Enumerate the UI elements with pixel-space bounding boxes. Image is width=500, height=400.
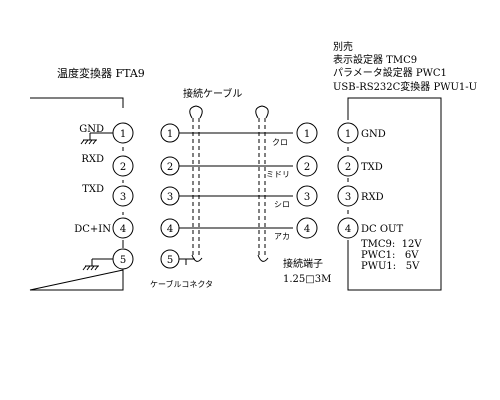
cable-connector-pins: 1 2 3 4 5 xyxy=(160,123,180,269)
cable-connector-label: ケーブルコネクタ xyxy=(150,279,213,289)
left-pin-number: 5 xyxy=(120,255,126,266)
right-device-header-line: 表示設定器 TMC9 xyxy=(333,53,417,66)
ground-symbol-pin1 xyxy=(80,132,113,145)
cable-left-pin-5 xyxy=(160,249,180,269)
left-pin-label-gnd: GND xyxy=(79,124,104,135)
wire-color-label: ミドリ xyxy=(266,170,290,179)
right-pin-number: 1 xyxy=(345,129,351,140)
cable-title: 接続ケーブル xyxy=(183,87,242,100)
right-pin-number: 4 xyxy=(345,224,351,235)
right-pin-3 xyxy=(337,185,359,207)
cable-right-pin-number: 2 xyxy=(304,162,310,173)
cable-left-pin-3 xyxy=(160,186,180,206)
cable-right-pins: 1 2 3 4 xyxy=(296,122,318,239)
left-pin-number: 2 xyxy=(120,162,126,173)
wire-color-label: アカ xyxy=(274,232,290,241)
cable-right-pin-number: 1 xyxy=(304,129,310,140)
right-pin-label-txd: TXD xyxy=(361,162,383,173)
left-pin-label-txd: TXD xyxy=(82,184,104,195)
left-pin-3 xyxy=(112,185,134,207)
right-pin-4 xyxy=(337,217,359,239)
cable-left-pin-number: 1 xyxy=(167,129,173,140)
wire-color-label: クロ xyxy=(272,138,288,147)
left-device-pins: 1 2 3 4 5 xyxy=(112,122,134,270)
cable-left-pin-number: 5 xyxy=(167,255,173,266)
cable-bundle xyxy=(189,105,269,262)
left-pin-number: 1 xyxy=(120,129,126,140)
wire-color-label: シロ xyxy=(274,200,290,209)
right-pin-number: 3 xyxy=(345,192,351,203)
cable-right-pin-4 xyxy=(296,217,318,239)
right-pin-2 xyxy=(337,155,359,177)
left-pin-number: 4 xyxy=(120,224,126,235)
cable-left-pin-number: 3 xyxy=(167,192,173,203)
cable-right-pin-number: 3 xyxy=(304,192,310,203)
right-pin-label-dcout: DC OUT xyxy=(361,224,403,235)
cable-right-pin-3 xyxy=(296,185,318,207)
terminal-spec: 1.25□3M xyxy=(283,274,331,285)
voltage-line: PWU1: 5V xyxy=(361,261,420,272)
terminal-title: 接続端子 xyxy=(283,257,323,270)
right-device-header-line: 別売 xyxy=(333,40,353,53)
right-device-header-line: USB-RS232C変換器 PWU1-U xyxy=(333,80,477,93)
cable-right-pin-1 xyxy=(296,122,318,144)
cable-left-pin-2 xyxy=(160,156,180,176)
right-device-box xyxy=(347,97,442,291)
ground-symbol-pin5 xyxy=(82,258,113,271)
voltage-line: PWC1: 6V xyxy=(361,250,419,261)
left-pin-label-dcin: DC+IN xyxy=(74,224,111,235)
cable-left-pin-number: 4 xyxy=(167,224,173,235)
left-pin-number: 3 xyxy=(120,192,126,203)
left-device-title: 温度変換器 FTA9 xyxy=(57,66,145,80)
left-device-box xyxy=(29,97,124,291)
cable-left-pin-1 xyxy=(160,123,180,143)
right-pin-number: 2 xyxy=(345,162,351,173)
left-pin-4 xyxy=(112,217,134,239)
cable-left-pin-4 xyxy=(160,218,180,238)
cable-right-pin-number: 4 xyxy=(304,224,310,235)
left-pin-label-rxd: RXD xyxy=(81,154,104,165)
right-pin-label-rxd: RXD xyxy=(361,192,384,203)
right-pin-1 xyxy=(337,122,359,144)
right-pin-label-gnd: GND xyxy=(361,129,386,140)
right-device-pins: 1 2 3 4 xyxy=(337,122,359,239)
left-pin-2 xyxy=(112,155,134,177)
cable-left-pin-number: 2 xyxy=(167,162,173,173)
cable-wires xyxy=(179,132,293,260)
right-device-header-line: パラメータ設定器 PWC1 xyxy=(333,66,447,79)
cable-right-pin-2 xyxy=(296,155,318,177)
voltage-line: TMC9: 12V xyxy=(361,239,422,250)
